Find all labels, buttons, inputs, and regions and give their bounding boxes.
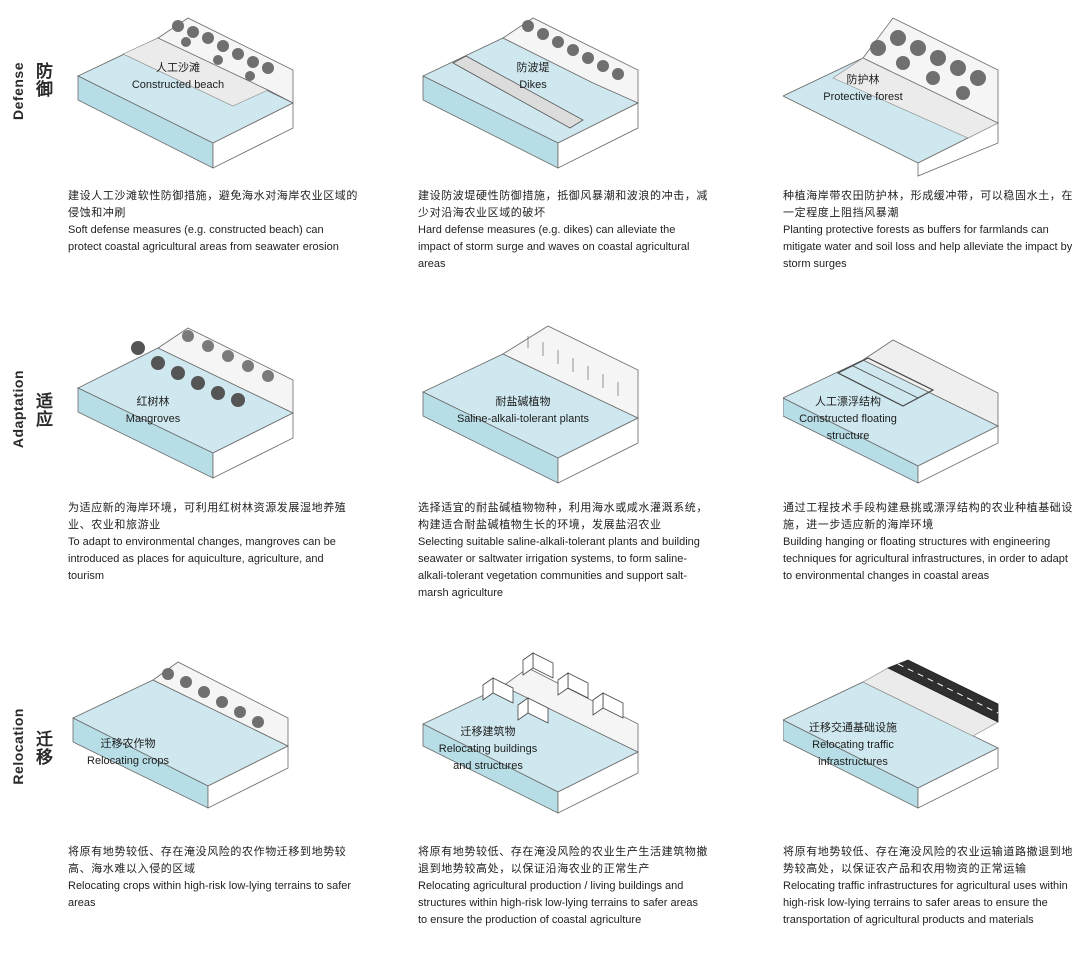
label-zh: 防波堤 bbox=[516, 62, 550, 74]
label-en: Relocating traffic infrastructures bbox=[812, 739, 894, 768]
label-zh: 耐盐碱植物 bbox=[495, 396, 551, 408]
label-zh: 人工沙滩 bbox=[156, 62, 200, 74]
diagram-label: 耐盐碱植物 Saline-alkali-tolerant plants bbox=[453, 394, 593, 428]
label-zh: 迁移农作物 bbox=[100, 738, 156, 750]
diagram-relocating-buildings bbox=[418, 648, 718, 818]
label-zh: 防护林 bbox=[846, 74, 880, 86]
description-zh: 选择适宜的耐盐碱植物物种，利用海水或咸水灌溉系统，构建适合耐盐碱植物生长的环境，… bbox=[418, 502, 708, 531]
description-en: Hard defense measures (e.g. dikes) can a… bbox=[418, 224, 690, 270]
diagram-label: 防波堤 Dikes bbox=[478, 60, 588, 94]
diagram-mangroves bbox=[68, 318, 368, 488]
description-en: Relocating crops within high-risk low-ly… bbox=[68, 880, 352, 909]
row-label-defense: Defense 防御 bbox=[8, 62, 52, 202]
description: 通过工程技术手段构建悬挑或漂浮结构的农业种植基础设施，进一步适应新的海岸环境 B… bbox=[783, 500, 1075, 585]
row-label-zh: 适应 bbox=[33, 392, 52, 428]
label-zh: 人工漂浮结构 bbox=[815, 396, 881, 408]
description-zh: 将原有地势较低、存在淹没风险的农业运输道路撤退到地势较高处，以保证农产品和农用物… bbox=[783, 846, 1073, 875]
diagram-dikes bbox=[418, 8, 718, 178]
description-en: Soft defense measures (e.g. constructed … bbox=[68, 224, 339, 253]
label-en: Constructed floating structure bbox=[799, 413, 897, 442]
label-en: Mangroves bbox=[125, 413, 181, 425]
row-label-zh: 防御 bbox=[33, 62, 52, 98]
description: 选择适宜的耐盐碱植物物种，利用海水或咸水灌溉系统，构建适合耐盐碱植物生长的环境，… bbox=[418, 500, 710, 602]
diagram-label: 迁移农作物 Relocating crops bbox=[73, 736, 183, 770]
row-label-adaptation: Adaptation 适应 bbox=[8, 370, 52, 510]
description-en: To adapt to environmental changes, mangr… bbox=[68, 536, 336, 582]
description: 将原有地势较低、存在淹没风险的农业生产生活建筑物撤退到地势较高处，以保证沿海农业… bbox=[418, 844, 710, 929]
row-label-relocation: Relocation 迁移 bbox=[8, 708, 52, 848]
description-zh: 通过工程技术手段构建悬挑或漂浮结构的农业种植基础设施，进一步适应新的海岸环境 bbox=[783, 502, 1073, 531]
description-zh: 种植海岸带农田防护林，形成缓冲带，可以稳固水土，在一定程度上阻挡风暴潮 bbox=[783, 190, 1073, 219]
label-en: Constructed beach bbox=[131, 79, 225, 91]
diagram-relocating-crops bbox=[68, 648, 368, 818]
description: 将原有地势较低、存在淹没风险的农作物迁移到地势较高、海水难以入侵的区域 Relo… bbox=[68, 844, 360, 912]
diagram-protective-forest bbox=[783, 8, 1080, 178]
label-zh: 迁移交通基础设施 bbox=[809, 722, 897, 734]
row-label-zh: 迁移 bbox=[33, 730, 52, 766]
diagram-label: 防护林 Protective forest bbox=[803, 72, 923, 106]
description-zh: 为适应新的海岸环境，可利用红树林资源发展湿地养殖业、农业和旅游业 bbox=[68, 502, 347, 531]
row-label-en: Relocation bbox=[10, 708, 26, 785]
label-en: Relocating crops bbox=[87, 755, 169, 767]
diagram-saline-alkali-plants bbox=[418, 318, 718, 488]
description-zh: 建设人工沙滩软性防御措施，避免海水对海岸农业区域的侵蚀和冲刷 bbox=[68, 190, 358, 219]
label-zh: 迁移建筑物 bbox=[460, 726, 516, 738]
row-label-en: Adaptation bbox=[10, 370, 26, 449]
label-en: Dikes bbox=[519, 79, 547, 91]
description-en: Selecting suitable saline-alkali-toleran… bbox=[418, 536, 700, 599]
diagram-relocating-traffic bbox=[783, 648, 1080, 818]
description: 建设人工沙滩软性防御措施，避免海水对海岸农业区域的侵蚀和冲刷 Soft defe… bbox=[68, 188, 360, 256]
description-zh: 将原有地势较低、存在淹没风险的农作物迁移到地势较高、海水难以入侵的区域 bbox=[68, 846, 347, 875]
diagram-constructed-beach bbox=[68, 8, 368, 178]
label-en: Relocating buildings and structures bbox=[438, 743, 538, 772]
label-en: Protective forest bbox=[823, 91, 903, 103]
description-en: Relocating traffic infrastructures for a… bbox=[783, 880, 1068, 926]
diagram-label: 红树林 Mangroves bbox=[108, 394, 198, 428]
description: 种植海岸带农田防护林，形成缓冲带，可以稳固水土，在一定程度上阻挡风暴潮 Plan… bbox=[783, 188, 1075, 273]
diagram-label: 人工漂浮结构 Constructed floating structure bbox=[788, 394, 908, 445]
description: 建设防波堤硬性防御措施，抵御风暴潮和波浪的冲击，减少对沿海农业区域的破坏 Har… bbox=[418, 188, 710, 273]
diagram-floating-structure bbox=[783, 318, 1080, 488]
description: 为适应新的海岸环境，可利用红树林资源发展湿地养殖业、农业和旅游业 To adap… bbox=[68, 500, 360, 585]
description-zh: 将原有地势较低、存在淹没风险的农业生产生活建筑物撤退到地势较高处，以保证沿海农业… bbox=[418, 846, 708, 875]
description-zh: 建设防波堤硬性防御措施，抵御风暴潮和波浪的冲击，减少对沿海农业区域的破坏 bbox=[418, 190, 708, 219]
row-label-en: Defense bbox=[10, 62, 26, 120]
description: 将原有地势较低、存在淹没风险的农业运输道路撤退到地势较高处，以保证农产品和农用物… bbox=[783, 844, 1075, 929]
label-en: Saline-alkali-tolerant plants bbox=[456, 413, 590, 425]
label-zh: 红树林 bbox=[136, 396, 170, 408]
diagram-label: 迁移交通基础设施 Relocating traffic infrastructu… bbox=[788, 720, 918, 771]
diagram-label: 人工沙滩 Constructed beach bbox=[113, 60, 243, 94]
description-en: Building hanging or floating structures … bbox=[783, 536, 1068, 582]
diagram-label: 迁移建筑物 Relocating buildings and structure… bbox=[433, 724, 543, 775]
description-en: Relocating agricultural production / liv… bbox=[418, 880, 698, 926]
description-en: Planting protective forests as buffers f… bbox=[783, 224, 1073, 270]
